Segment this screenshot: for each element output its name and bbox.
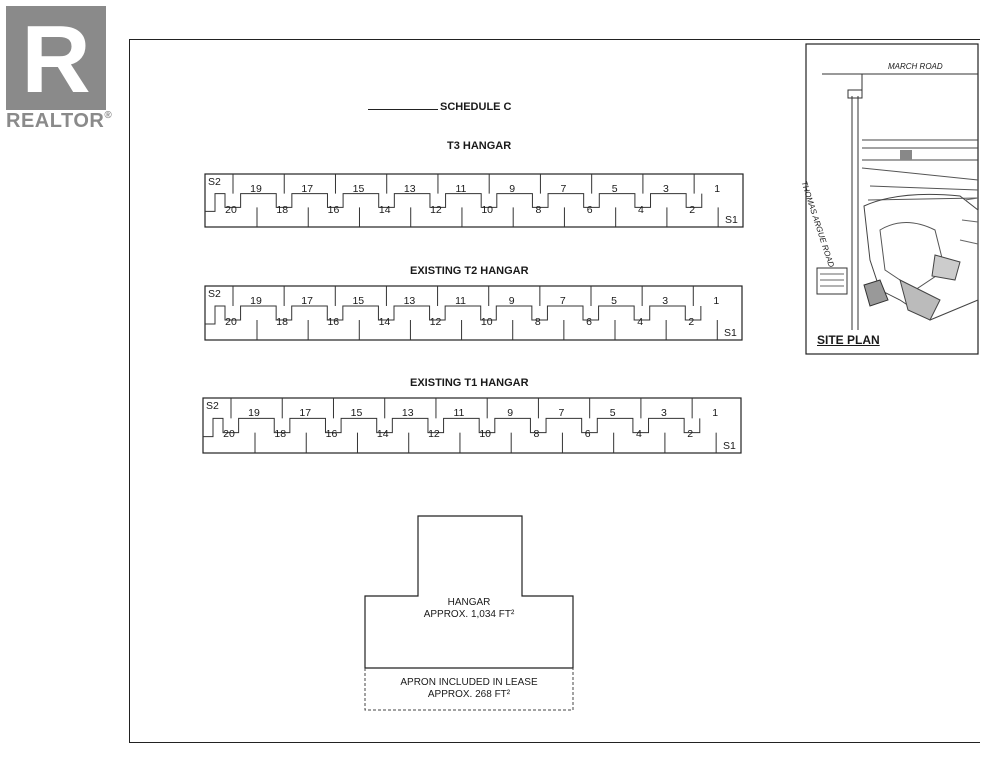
unit-number-top: 17	[301, 295, 313, 307]
unit-number-top: 1	[714, 183, 720, 195]
unit-number-bottom: 4	[636, 428, 642, 440]
unit-number-top: 9	[509, 295, 515, 307]
realtor-logo-mark: R	[6, 6, 106, 110]
unit-number-bottom: 10	[479, 428, 491, 440]
unit-number-top: 15	[353, 183, 365, 195]
unit-number-top: 7	[561, 183, 567, 195]
hangar-label: HANGAR	[447, 597, 491, 608]
unit-number-top: 7	[560, 295, 566, 307]
unit-dividers	[205, 305, 702, 325]
storage-unit-label: S2	[208, 288, 221, 300]
hangar-outline	[204, 285, 743, 341]
realtor-logo-letter: R	[21, 6, 90, 110]
unit-number-top: 5	[610, 407, 616, 419]
unit-number-bottom: 12	[430, 316, 442, 328]
road-label-north: MARCH ROAD	[888, 62, 943, 71]
realtor-wordmark: REALTOR®	[6, 110, 113, 132]
storage-unit-label: S1	[723, 440, 736, 452]
unit-number-bottom: 6	[586, 316, 592, 328]
unit-number-bottom: 10	[481, 204, 493, 216]
storage-unit-label: S2	[208, 176, 221, 188]
unit-number-bottom: 2	[688, 316, 694, 328]
unit-number-bottom: 16	[328, 204, 340, 216]
realtor-logo: R	[6, 6, 106, 110]
unit-number-bottom: 8	[536, 204, 542, 216]
unit-number-top: 5	[611, 295, 617, 307]
storage-unit-label: S1	[724, 327, 737, 339]
unit-number-top: 19	[250, 183, 262, 195]
unit-number-bottom: 6	[585, 428, 591, 440]
unit-number-top: 9	[509, 183, 515, 195]
unit-number-top: 19	[250, 295, 262, 307]
unit-number-bottom: 18	[274, 428, 286, 440]
unit-number-top: 17	[299, 407, 311, 419]
unit-number-bottom: 14	[377, 428, 389, 440]
unit-number-top: 9	[507, 407, 513, 419]
unit-number-bottom: 10	[481, 316, 493, 328]
unit-dividers	[203, 417, 701, 438]
unit-number-top: 11	[455, 183, 466, 195]
unit-number-top: 7	[559, 407, 565, 419]
unit-number-top: 13	[404, 183, 416, 195]
unit-number-top: 13	[404, 295, 416, 307]
unit-number-bottom: 20	[223, 428, 235, 440]
unit-number-bottom: 18	[276, 316, 288, 328]
unit-number-bottom: 8	[535, 316, 541, 328]
apron-label: APRON INCLUDED IN LEASE	[400, 677, 538, 688]
hangar-title-t3: T3 HANGAR	[447, 140, 512, 152]
unit-number-top: 3	[662, 295, 668, 307]
hangar-title-t1: EXISTING T1 HANGAR	[410, 377, 529, 389]
drawing-frame	[129, 39, 980, 743]
unit-number-top: 1	[713, 295, 719, 307]
unit-number-top: 3	[661, 407, 667, 419]
unit-number-bottom: 12	[430, 204, 442, 216]
unit-number-bottom: 20	[225, 204, 237, 216]
unit-dividers	[205, 193, 703, 212]
unit-number-bottom: 14	[379, 204, 391, 216]
apron-area: APPROX. 268 FT²	[427, 689, 511, 700]
unit-number-bottom: 6	[587, 204, 593, 216]
unit-number-top: 19	[248, 407, 260, 419]
unit-number-bottom: 12	[428, 428, 440, 440]
unit-number-bottom: 18	[276, 204, 288, 216]
hangar-outline	[202, 397, 742, 454]
unit-number-top: 13	[402, 407, 414, 419]
unit-number-top: 17	[301, 183, 313, 195]
unit-number-top: 15	[352, 295, 364, 307]
site-plan-title: SITE PLAN	[817, 333, 880, 347]
unit-number-top: 11	[453, 407, 464, 419]
unit-number-bottom: 8	[534, 428, 540, 440]
unit-number-bottom: 2	[687, 428, 693, 440]
schedule-title: SCHEDULE C	[368, 101, 512, 113]
unit-number-bottom: 2	[689, 204, 695, 216]
unit-number-top: 5	[612, 183, 618, 195]
unit-number-bottom: 4	[638, 204, 644, 216]
unit-number-bottom: 20	[225, 316, 237, 328]
unit-number-bottom: 16	[327, 316, 339, 328]
storage-unit-label: S1	[725, 214, 738, 226]
hangar-outline	[204, 173, 744, 228]
unit-number-bottom: 4	[637, 316, 643, 328]
unit-number-top: 3	[663, 183, 669, 195]
unit-number-top: 1	[712, 407, 718, 419]
unit-number-top: 11	[455, 295, 466, 307]
hangar-area: APPROX. 1,034 FT²	[423, 609, 515, 620]
storage-unit-label: S2	[206, 400, 219, 412]
unit-number-bottom: 16	[326, 428, 338, 440]
unit-number-top: 15	[351, 407, 363, 419]
unit-number-bottom: 14	[379, 316, 391, 328]
hangar-title-t2: EXISTING T2 HANGAR	[410, 265, 529, 277]
